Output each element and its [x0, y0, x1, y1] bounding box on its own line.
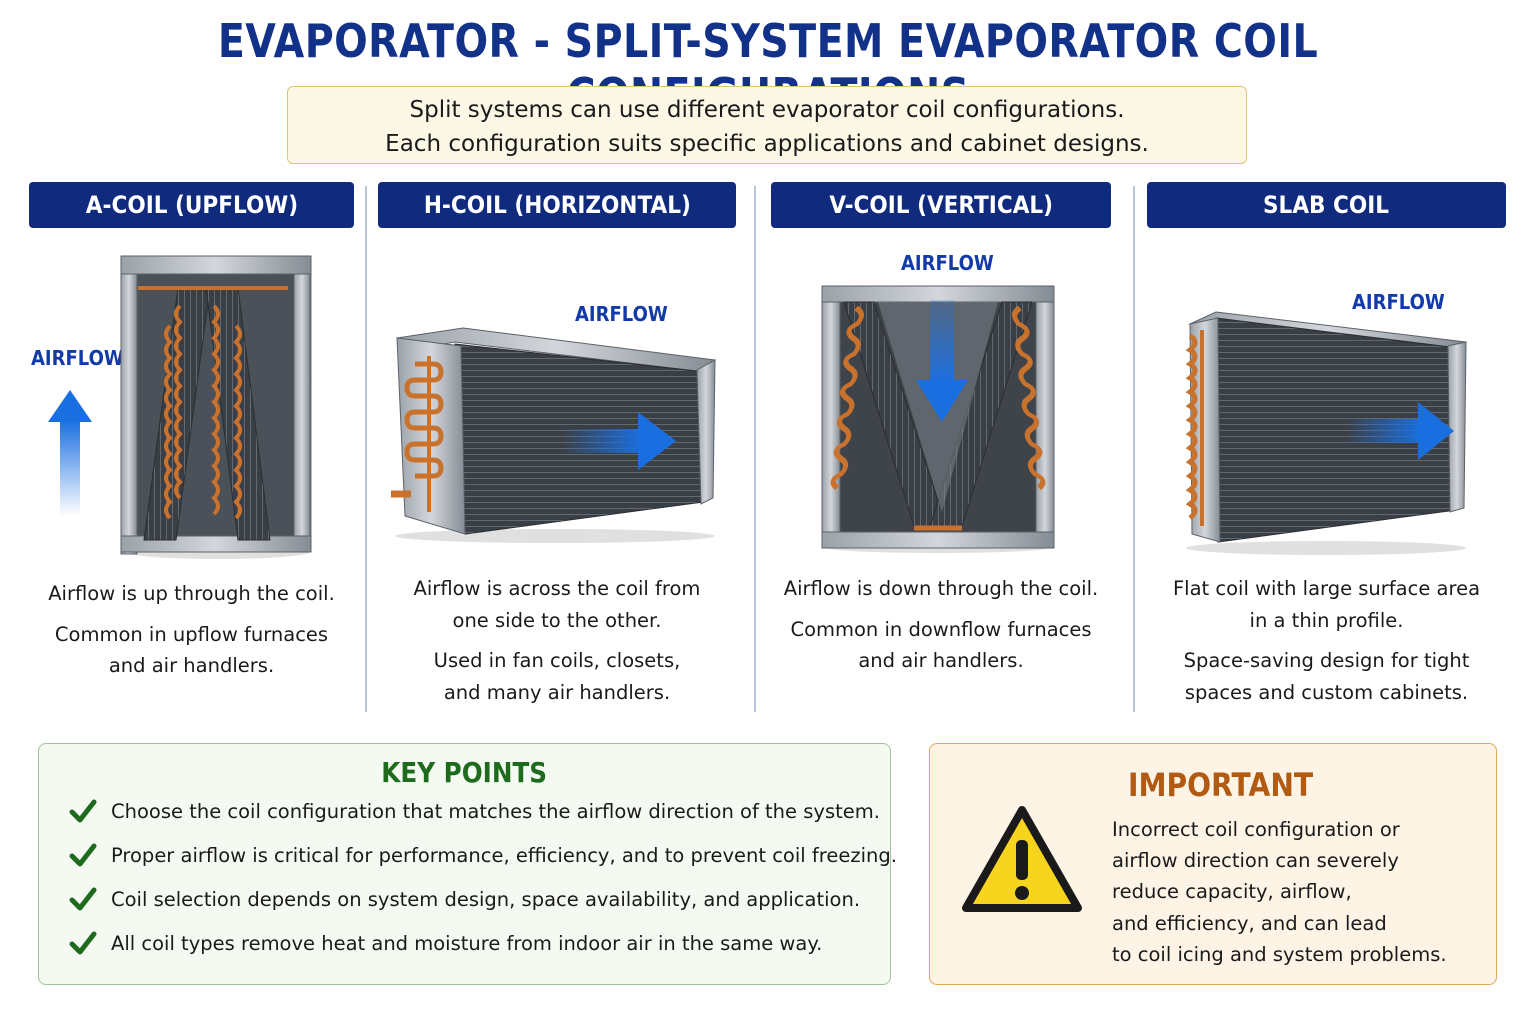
slab-coil-illustration	[1185, 311, 1468, 555]
desc-line: Airflow is across the coil from	[413, 577, 701, 600]
column-divider	[365, 186, 367, 712]
h-coil-description: Airflow is across the coil from one side…	[378, 573, 736, 708]
important-line: and efficiency, and can lead	[1112, 911, 1387, 935]
h-coil-airflow-label: AIRFLOW	[575, 302, 668, 326]
h-coil-heading: H-COIL (HORIZONTAL)	[378, 182, 736, 228]
key-point-text: Proper airflow is critical for performan…	[111, 843, 897, 867]
important-line: reduce capacity, airflow,	[1112, 880, 1352, 904]
checkmark-icon	[69, 843, 97, 867]
column-divider	[754, 186, 756, 712]
warning-icon	[962, 806, 1082, 912]
checkmark-icon	[69, 931, 97, 955]
a-coil-illustration	[120, 255, 312, 559]
arrow-down-icon	[916, 300, 968, 422]
desc-line: one side to the other.	[452, 608, 662, 632]
a-coil-airflow-label: AIRFLOW	[31, 346, 124, 370]
v-coil-heading: V-COIL (VERTICAL)	[771, 182, 1111, 228]
desc-line: Flat coil with large surface area	[1172, 577, 1481, 600]
intro-line-1: Split systems can use different evaporat…	[409, 97, 1125, 123]
desc-line: in a thin profile.	[1249, 608, 1404, 632]
important-title: IMPORTANT	[1128, 766, 1338, 804]
v-coil-description: Airflow is down through the coil. Common…	[771, 573, 1111, 677]
key-points-title: KEY POINTS	[39, 756, 890, 789]
desc-line: Airflow is down through the coil.	[783, 577, 1099, 600]
arrow-up-icon	[48, 390, 92, 516]
slab-coil-heading-text: SLAB COIL	[1263, 191, 1390, 219]
a-coil-heading: A-COIL (UPFLOW)	[29, 182, 354, 228]
important-line: Incorrect coil configuration or	[1112, 818, 1400, 841]
desc-line: Common in upflow furnaces	[54, 622, 329, 646]
h-coil-heading-text: H-COIL (HORIZONTAL)	[423, 191, 691, 219]
v-coil-illustration	[821, 285, 1055, 553]
slab-coil-airflow-label: AIRFLOW	[1352, 290, 1445, 314]
v-coil-heading-text: V-COIL (VERTICAL)	[829, 191, 1053, 219]
key-point-item: Choose the coil configuration that match…	[69, 798, 880, 824]
key-point-item: Proper airflow is critical for performan…	[69, 842, 897, 868]
desc-line: Common in downflow furnaces	[790, 617, 1092, 641]
desc-line: Used in fan coils, closets,	[433, 649, 681, 672]
intro-line-2: Each configuration suits specific applic…	[385, 131, 1149, 157]
a-coil-heading-text: A-COIL (UPFLOW)	[85, 191, 298, 219]
column-divider	[1133, 186, 1135, 712]
desc-line: Space-saving design for tight	[1183, 649, 1470, 672]
important-line: airflow direction can severely	[1112, 849, 1399, 873]
desc-line: and many air handlers.	[443, 680, 671, 704]
arrow-right-icon	[1346, 402, 1454, 460]
a-coil-description: Airflow is up through the coil. Common i…	[29, 578, 354, 682]
arrow-right-icon	[562, 412, 676, 470]
key-point-item: All coil types remove heat and moisture …	[69, 930, 822, 956]
v-coil-airflow-label: AIRFLOW	[901, 251, 994, 275]
checkmark-icon	[69, 799, 97, 823]
key-points-box: KEY POINTS Choose the coil configuration…	[38, 743, 897, 985]
desc-line: and air handlers.	[858, 649, 1024, 672]
important-title-text: IMPORTANT	[1128, 766, 1314, 804]
important-text: Incorrect coil configuration or airflow …	[1112, 814, 1447, 970]
important-box: IMPORTANT Incorrect coil configuration o…	[929, 743, 1497, 985]
key-point-text: Choose the coil configuration that match…	[111, 799, 880, 823]
slab-coil-description: Flat coil with large surface area in a t…	[1147, 573, 1506, 708]
desc-line: and air handlers.	[108, 654, 275, 677]
intro-box: Split systems can use different evaporat…	[287, 86, 1247, 164]
important-line: to coil icing and system problems.	[1112, 942, 1447, 966]
slab-coil-heading: SLAB COIL	[1147, 182, 1506, 228]
checkmark-icon	[69, 887, 97, 911]
key-point-text: All coil types remove heat and moisture …	[111, 931, 823, 955]
desc-line: spaces and custom cabinets.	[1184, 680, 1469, 704]
key-points-title-text: KEY POINTS	[381, 756, 548, 789]
desc-line: Airflow is up through the coil.	[48, 582, 335, 605]
key-point-text: Coil selection depends on system design,…	[111, 887, 861, 911]
key-point-item: Coil selection depends on system design,…	[69, 886, 860, 912]
